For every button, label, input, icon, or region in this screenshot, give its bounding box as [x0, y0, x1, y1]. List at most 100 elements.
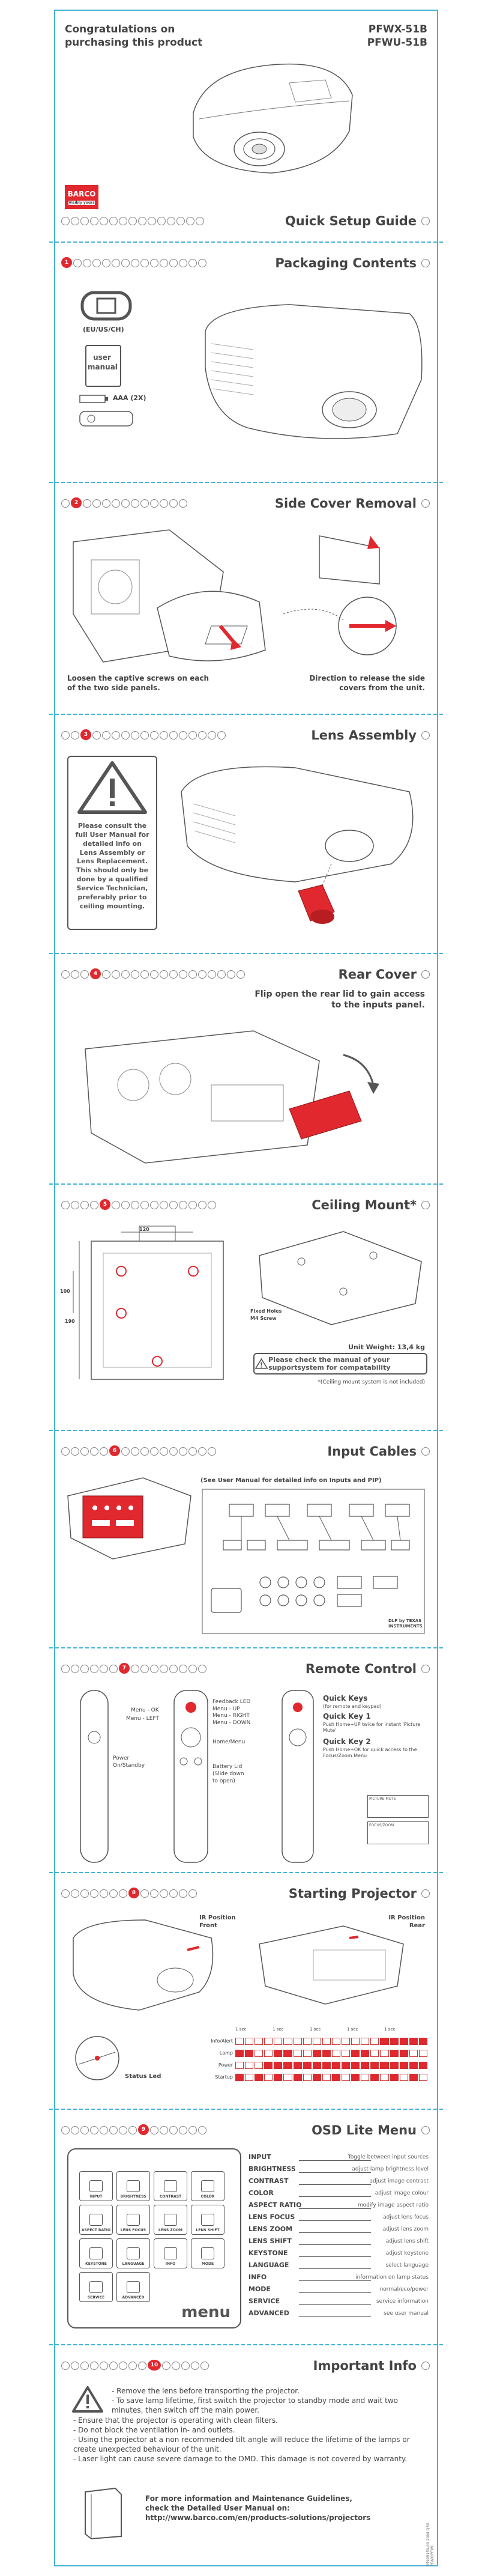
section-title: Input Cables [327, 1444, 417, 1459]
dim-120: 120 [139, 1227, 149, 1232]
input-panel-projector [67, 1477, 191, 1560]
keypad-illustration [80, 1690, 109, 1863]
dim-100: 100 [60, 1289, 70, 1294]
osd-item-desc: adjust image contrast [369, 2178, 429, 2184]
section-title: Side Cover Removal [274, 496, 417, 511]
manual-url[interactable]: http://www.barco.com/en/products-solutio… [145, 2514, 371, 2522]
decoration-circles [121, 1447, 322, 1456]
osd-icon-contrast[interactable]: CONTRAST [154, 2171, 187, 2201]
timing-track [235, 2062, 427, 2069]
osd-icon-lens-focus[interactable]: LENS FOCUS [116, 2205, 150, 2235]
osd-item-desc: modify image aspect ratio [357, 2202, 429, 2208]
projector-box-illustration [205, 304, 423, 439]
advanced-icon [127, 2281, 140, 2293]
screw-label: M4 Screw [250, 1316, 277, 1321]
dim-190: 190 [65, 1319, 75, 1324]
section-title: Starting Projector [288, 1886, 417, 1901]
decoration-circles [61, 1665, 118, 1673]
timing-row: Power [199, 2061, 427, 2070]
feedback-led-label: Feedback LED [212, 1699, 251, 1705]
decoration-circles-right [421, 1447, 430, 1456]
osd-icon-label: INPUT [89, 2195, 103, 2199]
barco-logo: BARCO Visibly yours [65, 185, 98, 209]
osd-icon-label: SERVICE [87, 2295, 105, 2300]
osd-item-desc: Toggle between input sources [348, 2154, 429, 2160]
osd-item-desc: service information [376, 2298, 429, 2304]
color-icon [201, 2180, 214, 2192]
language-icon [127, 2247, 140, 2259]
osd-item-key: ASPECT RATIO [249, 2201, 302, 2209]
input-connectors-diagram [202, 1489, 425, 1634]
unit-weight: Unit Weight: 13,4 kg [348, 1343, 425, 1351]
input-icon [89, 2180, 103, 2192]
osd-icon-color[interactable]: COLOR [191, 2171, 224, 2201]
osd-item-key: KEYSTONE [249, 2249, 288, 2257]
lens-warning-box: Please consult the full User Manual for … [67, 756, 157, 930]
osd-item-row: SERVICE service information [249, 2297, 429, 2308]
osd-icon-lens-shift[interactable]: LENS SHIFT [191, 2205, 224, 2235]
section-rear-cover: 4 Rear Cover Flip open the rear lid to g… [49, 953, 443, 1183]
timing-row: Info/Alert [199, 2037, 427, 2046]
osd-item-key: SERVICE [249, 2297, 280, 2305]
timing-track [235, 2074, 427, 2081]
osd-icon-keystone[interactable]: KEYSTONE [79, 2238, 113, 2268]
timing-marker: 1 sec [347, 2027, 358, 2032]
osd-icon-advanced[interactable]: ADVANCED [116, 2272, 150, 2302]
decoration-circles [92, 731, 306, 740]
osd-icon-brightness[interactable]: BRIGHTNESS [116, 2171, 150, 2201]
section-title: OSD Lite Menu [312, 2123, 417, 2137]
step-8-badge: 8 [128, 1888, 139, 1898]
section-starting: 8 Starting Projector IR Position Front I… [49, 1872, 443, 2109]
important-bullet: - Using the projector at a non recommend… [73, 2435, 410, 2454]
decoration-circles-right [421, 1665, 430, 1673]
fixed-holes-label: Fixed Holes [250, 1308, 282, 1314]
decoration-circles-right [421, 731, 430, 740]
timing-label: Startup [215, 2074, 233, 2080]
osd-icon-input[interactable]: INPUT [79, 2171, 113, 2201]
quick-key-2-desc: Push Home+OK for quick access to the Foc… [323, 1746, 417, 1759]
ceiling-mount-projector [259, 1231, 422, 1325]
osd-item-desc: adjust lens zoom [382, 2226, 429, 2232]
battery-label: AAA (2X) [113, 394, 146, 402]
osd-item-key: CONTRAST [249, 2177, 289, 2185]
osd-item-key: LANGUAGE [249, 2261, 289, 2269]
osd-icon-service[interactable]: SERVICE [79, 2272, 113, 2302]
decoration-circles-right [421, 259, 430, 267]
remote-label-ok: Menu - OK [131, 1707, 159, 1713]
warning-icon [72, 2386, 103, 2413]
section-title: Packaging Contents [275, 256, 417, 270]
timing-label: Lamp [219, 2050, 233, 2056]
osd-icon-lens-zoom[interactable]: LENS ZOOM [154, 2205, 187, 2235]
osd-icon-aspect-ratio[interactable]: ASPECT RATIO [79, 2205, 113, 2235]
osd-icon-mode[interactable]: MODE [191, 2238, 224, 2268]
decoration-circles [61, 970, 89, 979]
remote-label-power: Power On/Standby [113, 1755, 145, 1769]
osd-icon-label: COLOR [200, 2195, 215, 2199]
osd-item-key: INPUT [249, 2153, 271, 2161]
timing-label: Power [218, 2062, 233, 2068]
important-bullet: - To save lamp lifetime, first switch th… [112, 2396, 398, 2415]
section-remote: 7 Remote Control Menu - OK Menu - LEFT P… [49, 1647, 443, 1872]
section-title: Ceiling Mount* [312, 1198, 417, 1212]
step-10-badge: 10 [148, 2360, 161, 2371]
status-led-label: Status Led [125, 2073, 161, 2080]
quick-keys-panel: Quick Keys (for remote and keypad) Quick… [323, 1694, 431, 1760]
osd-icon-label: LENS FOCUS [120, 2228, 146, 2232]
guide-frame: Congratulations on purchasing this produ… [49, 10, 443, 2566]
osd-icon-language[interactable]: LANGUAGE [116, 2238, 150, 2268]
power-cord-icon [80, 291, 132, 321]
osd-item-key: LENS ZOOM [249, 2225, 293, 2233]
menu-right-label: Menu - RIGHT [212, 1713, 250, 1719]
header-section: Congratulations on purchasing this produ… [55, 11, 437, 239]
osd-icon-info[interactable]: INFO [154, 2238, 187, 2268]
osd-item-desc: adjust lens focus [383, 2214, 429, 2220]
section-title: Rear Cover [338, 967, 417, 982]
